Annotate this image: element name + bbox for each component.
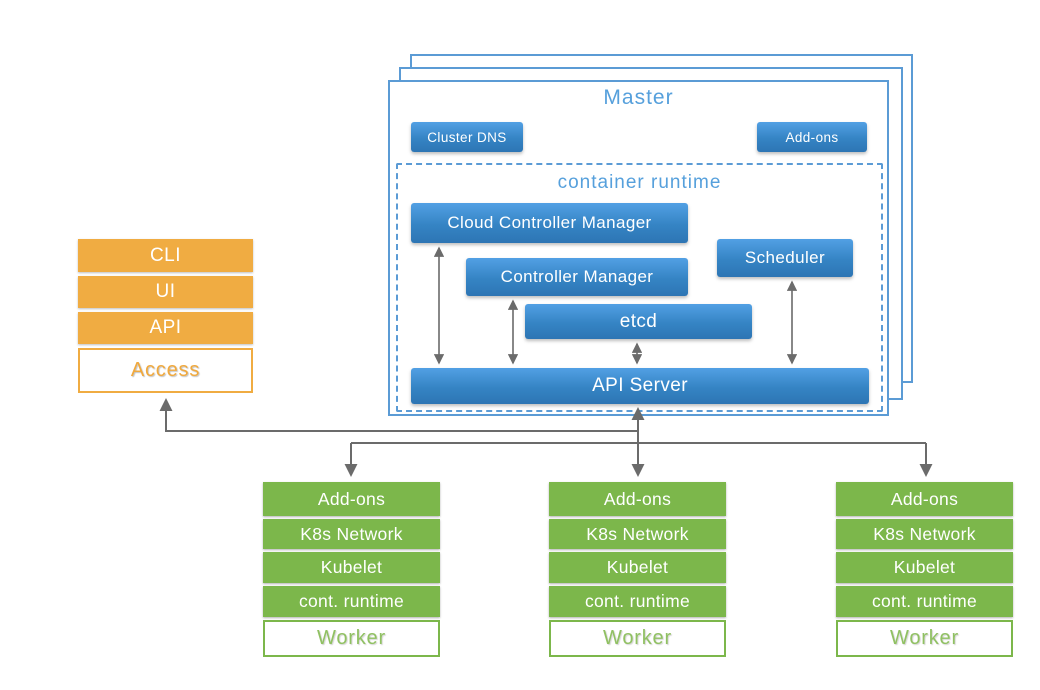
worker3-row-cont-runtime: cont. runtime [836,586,1013,617]
scheduler-box: Scheduler [717,239,853,277]
worker1-row-k8s-network: K8s Network [263,519,440,549]
worker2-row-kubelet: Kubelet [549,552,726,583]
access-row-ui: UI [78,276,253,308]
worker1-row-cont-runtime: cont. runtime [263,586,440,617]
worker3-row-addons: Add-ons [836,482,1013,516]
master-title: Master [603,86,674,109]
container-runtime-title: container runtime [557,172,722,193]
worker2-row-k8s-network: K8s Network [549,519,726,549]
worker1-row-kubelet: Kubelet [263,552,440,583]
worker3-label-box: Worker [836,620,1013,657]
worker2-row-addons: Add-ons [549,482,726,516]
worker1-label-box: Worker [263,620,440,657]
etcd-box: etcd [525,304,752,339]
access-row-cli: CLI [78,239,253,272]
access-label-box: Access [78,348,253,393]
controller-manager-box: Controller Manager [466,258,688,296]
api-server-box: API Server [411,368,869,404]
cluster-dns-box: Cluster DNS [411,122,523,152]
worker2-row-cont-runtime: cont. runtime [549,586,726,617]
master-addons-box: Add-ons [757,122,867,152]
worker3-row-kubelet: Kubelet [836,552,1013,583]
worker3-row-k8s-network: K8s Network [836,519,1013,549]
worker2-label-box: Worker [549,620,726,657]
access-row-api: API [78,312,253,344]
worker1-row-addons: Add-ons [263,482,440,516]
cloud-controller-manager-box: Cloud Controller Manager [411,203,688,243]
